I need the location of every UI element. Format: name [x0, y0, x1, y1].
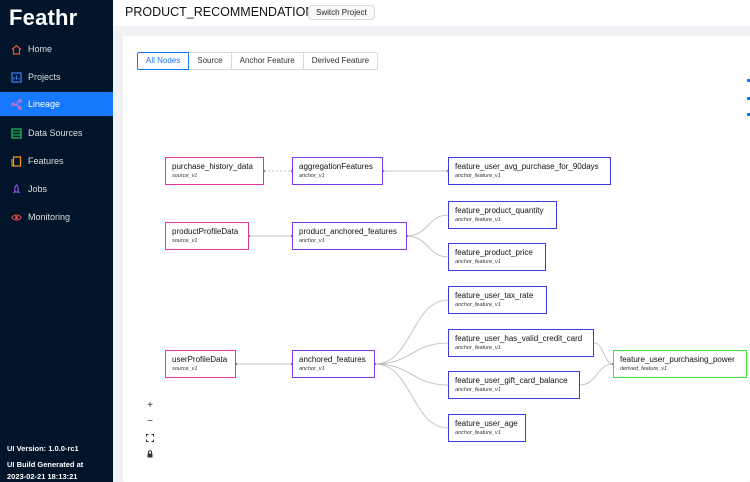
lineage-node-purchase-history-data[interactable]: purchase_history_data source_v1	[165, 157, 264, 185]
lock-button[interactable]	[142, 446, 158, 462]
node-name: purchase_history_data	[172, 162, 253, 171]
node-name: feature_user_has_valid_credit_card	[455, 334, 583, 343]
lineage-node-anchored-features[interactable]: anchored_features anchor_v1	[292, 350, 375, 378]
node-type: anchor_feature_v1	[455, 302, 501, 308]
sidebar-item-data-sources[interactable]: Data Sources	[0, 119, 113, 147]
node-type: anchor_feature_v1	[455, 259, 501, 265]
lineage-node-feature-user-avg-purchase-for-90days[interactable]: feature_user_avg_purchase_for_90days anc…	[448, 157, 611, 185]
node-name: aggregationFeatures	[299, 162, 373, 171]
home-icon	[11, 44, 22, 55]
lineage-node-feature-user-has-valid-credit-card[interactable]: feature_user_has_valid_credit_card ancho…	[448, 329, 594, 357]
switch-project-button[interactable]: Switch Project	[308, 5, 375, 20]
lineage-node-product-profile-data[interactable]: productProfileData source_v1	[165, 222, 249, 250]
tab-anchor-feature[interactable]: Anchor Feature	[230, 52, 304, 70]
fit-view-button[interactable]	[142, 430, 158, 446]
node-type: source_v1	[172, 238, 198, 244]
sidebar-item-label: Features	[28, 156, 64, 166]
node-filter-tabs: All Nodes Source Anchor Feature Derived …	[137, 52, 379, 70]
sidebar-item-label: Projects	[28, 72, 61, 82]
node-type: anchor_feature_v1	[455, 430, 501, 436]
node-type: anchor_feature_v1	[455, 387, 501, 393]
tab-derived-feature[interactable]: Derived Feature	[302, 52, 379, 70]
node-name: feature_user_gift_card_balance	[455, 376, 568, 385]
lineage-icon	[11, 98, 22, 110]
app-logo[interactable]: Feathr	[9, 5, 78, 30]
lineage-node-feature-user-tax-rate[interactable]: feature_user_tax_rate anchor_feature_v1	[448, 286, 547, 314]
lineage-card: All Nodes Source Anchor Feature Derived …	[123, 36, 750, 482]
node-type: anchor_feature_v1	[455, 173, 501, 179]
database-icon	[11, 127, 22, 139]
sidebar-item-home[interactable]: Home	[0, 35, 113, 63]
zoom-in-button[interactable]: +	[142, 398, 158, 414]
sidebar-item-jobs[interactable]: Jobs	[0, 175, 113, 203]
node-name: feature_user_tax_rate	[455, 291, 534, 300]
node-type: anchor_v1	[299, 366, 325, 372]
node-name: feature_user_age	[455, 419, 518, 428]
sidebar-item-monitoring[interactable]: Monitoring	[0, 203, 113, 231]
node-name: productProfileData	[172, 227, 239, 236]
tab-source[interactable]: Source	[188, 52, 232, 70]
build-label: UI Build Generated at	[7, 460, 84, 469]
node-type: derived_feature_v1	[620, 366, 668, 372]
node-name: feature_user_avg_purchase_for_90days	[455, 162, 599, 171]
header: PRODUCT_RECOMMENDATION Switch Project	[113, 0, 750, 26]
sidebar-item-label: Lineage	[28, 99, 61, 109]
sidebar-item-label: Monitoring	[28, 212, 71, 222]
lineage-node-aggregation-features[interactable]: aggregationFeatures anchor_v1	[292, 157, 383, 185]
sidebar-item-label: Home	[28, 44, 53, 54]
fit-view-icon	[146, 434, 154, 442]
page-title: PRODUCT_RECOMMENDATION	[125, 5, 315, 19]
node-name: feature_product_price	[455, 248, 533, 257]
projects-icon	[11, 71, 22, 83]
lineage-node-feature-user-gift-card-balance[interactable]: feature_user_gift_card_balance anchor_fe…	[448, 371, 580, 399]
rocket-icon	[11, 183, 22, 195]
sidebar-item-label: Jobs	[28, 184, 48, 194]
build-info: UI Version: 1.0.0-rc1 UI Build Generated…	[7, 443, 83, 482]
node-type: anchor_feature_v1	[455, 345, 501, 351]
tab-all-nodes[interactable]: All Nodes	[137, 52, 190, 70]
features-icon	[11, 155, 22, 167]
build-time: 2023-02-21 18:13:21	[7, 472, 78, 481]
eye-icon	[11, 212, 22, 223]
node-type: anchor_v1	[299, 238, 325, 244]
lock-icon	[147, 450, 153, 458]
lineage-node-product-anchored-features[interactable]: product_anchored_features anchor_v1	[292, 222, 407, 250]
lineage-node-feature-user-purchasing-power[interactable]: feature_user_purchasing_power derived_fe…	[613, 350, 747, 378]
node-type: anchor_v1	[299, 173, 325, 179]
node-type: source_v1	[172, 173, 198, 179]
node-type: anchor_feature_v1	[455, 217, 501, 223]
sidebar-item-label: Data Sources	[28, 128, 83, 138]
ui-version: UI Version: 1.0.0-rc1	[7, 444, 79, 453]
node-name: feature_user_purchasing_power	[620, 355, 735, 364]
sidebar-item-projects[interactable]: Projects	[0, 63, 113, 91]
lineage-node-feature-product-quantity[interactable]: feature_product_quantity anchor_feature_…	[448, 201, 557, 229]
node-name: anchored_features	[299, 355, 366, 364]
lineage-node-feature-user-age[interactable]: feature_user_age anchor_feature_v1	[448, 414, 526, 442]
node-type: source_v1	[172, 366, 198, 372]
sidebar-item-features[interactable]: Features	[0, 147, 113, 175]
zoom-out-button[interactable]: −	[142, 414, 158, 430]
sidebar: Feathr Home Projects Lineage Data Source…	[0, 0, 113, 482]
lineage-node-feature-product-price[interactable]: feature_product_price anchor_feature_v1	[448, 243, 546, 271]
node-name: userProfileData	[172, 355, 228, 364]
node-name: product_anchored_features	[299, 227, 397, 236]
sidebar-item-lineage[interactable]: Lineage	[0, 92, 113, 116]
node-name: feature_product_quantity	[455, 206, 544, 215]
lineage-node-user-profile-data[interactable]: userProfileData source_v1	[165, 350, 236, 378]
zoom-controls: + −	[142, 398, 158, 462]
